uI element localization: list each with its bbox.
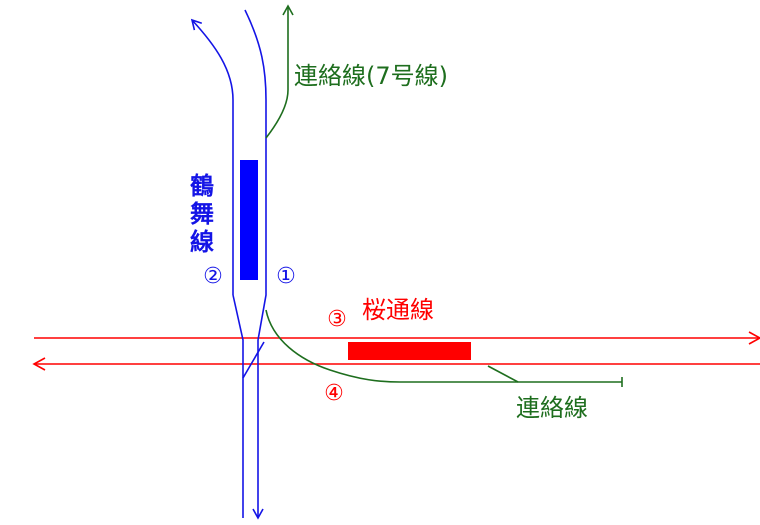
connecting-line-7-track — [265, 4, 294, 139]
connecting-line-track — [265, 309, 622, 383]
tsurumai-line-label-3: 線 — [190, 228, 214, 256]
connecting-line-label: 連絡線 — [516, 394, 588, 422]
sakuradori-platform — [348, 342, 471, 360]
platform-3-label: ③ — [327, 307, 347, 332]
platform-4-label: ④ — [324, 381, 344, 406]
tsurumai-track-southbound-upper — [244, 9, 267, 341]
connecting-line-7-label: 連絡線(7号線) — [294, 62, 448, 90]
connecting-line-leader — [487, 365, 519, 383]
tsurumai-platform — [240, 160, 258, 280]
platform-2-label: ② — [203, 264, 223, 289]
tsurumai-track-northbound — [190, 18, 234, 295]
tsurumai-line-label-2: 舞 — [190, 200, 214, 228]
tsurumai-crossover — [242, 341, 265, 518]
platform-1-label: ① — [276, 264, 296, 289]
tsurumai-line-label-1: 鶴 — [190, 172, 214, 200]
tsurumai-track-junction-west — [232, 294, 244, 378]
sakuradori-line-label: 桜通線 — [362, 296, 434, 324]
